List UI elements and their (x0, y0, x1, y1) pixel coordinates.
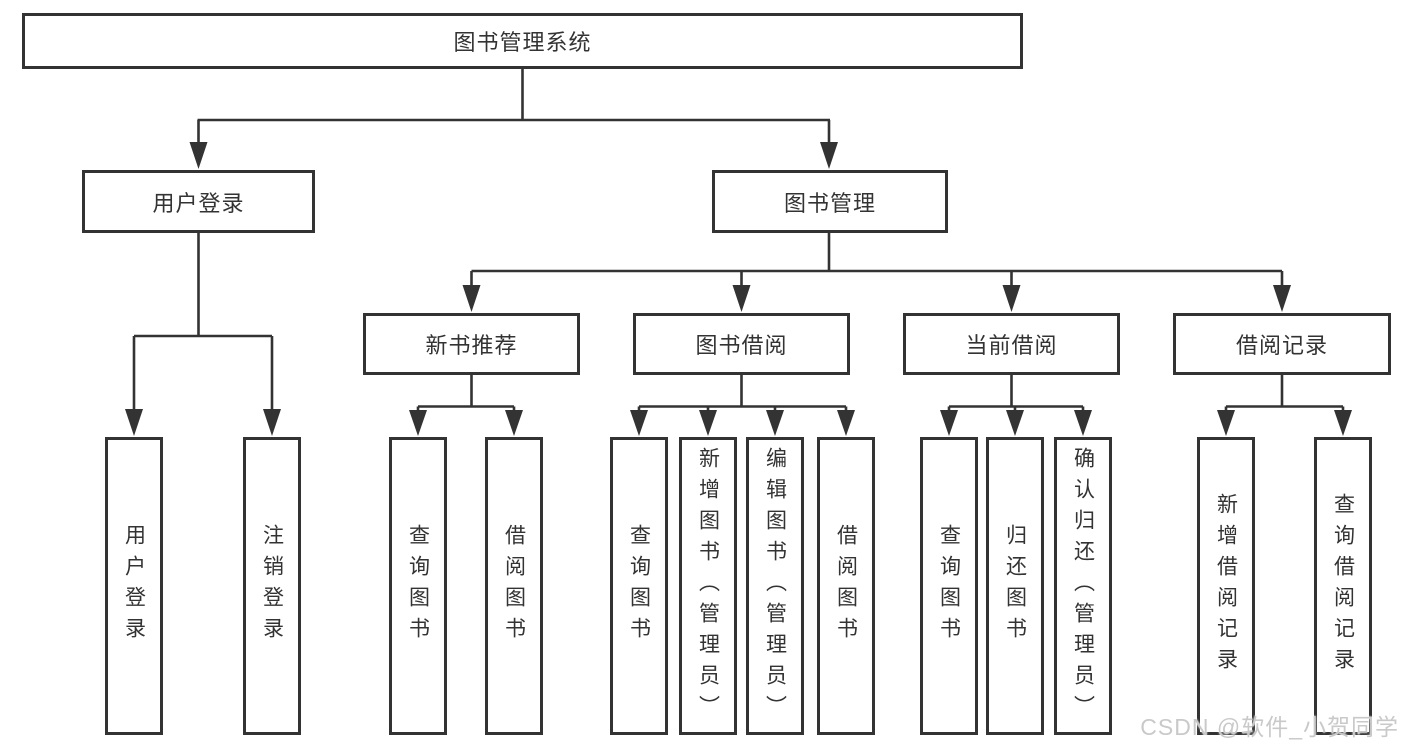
arrowhead (1074, 410, 1092, 436)
edge-userlogin-split (132, 233, 274, 410)
node-current-borrow-label: 当前借阅 (965, 333, 1058, 358)
leaf-query-borrow-record-label: 查询借阅记录 (1331, 493, 1355, 679)
node-user-login: 用户登录 (82, 170, 315, 233)
leaf-query-book-1: 查询图书 (389, 437, 447, 735)
leaf-add-book-admin-label: 新增图书（管理员） (696, 446, 720, 726)
leaf-query-borrow-record: 查询借阅记录 (1314, 437, 1372, 735)
edge-bookmgmt-split (470, 233, 1284, 286)
edge-newbook-split (416, 375, 516, 412)
leaf-borrow-book-2: 借阅图书 (817, 437, 875, 735)
node-borrow-record-label: 借阅记录 (1235, 333, 1328, 358)
watermark: CSDN @软件_小贺同学 (1140, 714, 1399, 740)
arrowhead (1217, 410, 1235, 436)
arrowhead (940, 410, 958, 436)
node-book-borrow-label: 图书借阅 (695, 333, 788, 358)
leaf-user-login-label: 用户登录 (122, 524, 146, 648)
node-book-management-label: 图书管理 (783, 190, 876, 216)
node-borrow-record: 借阅记录 (1173, 313, 1391, 375)
leaf-query-book-2-label: 查询图书 (627, 524, 651, 648)
leaf-borrow-book-2-label: 借阅图书 (834, 524, 858, 648)
arrowhead (462, 285, 481, 312)
leaf-logout-label: 注销登录 (260, 524, 284, 648)
node-root-label: 图书管理系统 (453, 30, 592, 55)
leaf-query-book-2: 查询图书 (610, 437, 668, 735)
arrowhead (837, 410, 855, 436)
leaf-query-book-3: 查询图书 (920, 437, 978, 735)
node-current-borrow: 当前借阅 (903, 313, 1120, 375)
node-root: 图书管理系统 (22, 13, 1023, 69)
leaf-borrow-book-1: 借阅图书 (485, 437, 543, 735)
arrowhead (189, 142, 208, 169)
arrowhead (263, 409, 281, 436)
leaf-borrow-book-1-label: 借阅图书 (502, 524, 526, 648)
node-new-book-recommend: 新书推荐 (363, 313, 580, 375)
node-book-management: 图书管理 (712, 170, 948, 233)
arrowhead (505, 410, 523, 436)
leaf-edit-book-admin-label: 编辑图书（管理员） (763, 446, 787, 726)
leaf-edit-book-admin: 编辑图书（管理员） (746, 437, 804, 735)
leaf-user-login: 用户登录 (105, 437, 163, 735)
arrowhead (1334, 410, 1352, 436)
leaf-return-book: 归还图书 (986, 437, 1044, 735)
leaf-query-book-3-label: 查询图书 (937, 524, 961, 648)
arrowhead (820, 142, 838, 169)
arrowhead (409, 410, 427, 436)
leaf-confirm-return-admin-label: 确认归还（管理员） (1071, 446, 1095, 726)
node-new-book-recommend-label: 新书推荐 (425, 333, 518, 358)
leaf-query-book-1-label: 查询图书 (406, 524, 430, 648)
arrowhead (1273, 285, 1291, 312)
edge-borrowrecord-split (1224, 375, 1345, 412)
node-user-login-label: 用户登录 (152, 190, 245, 216)
leaf-return-book-label: 归还图书 (1003, 524, 1027, 648)
arrowhead (766, 410, 784, 436)
edge-root-split (197, 68, 831, 143)
leaf-add-book-admin: 新增图书（管理员） (679, 437, 737, 735)
edge-bookborrow-split (637, 375, 848, 412)
arrowhead (1006, 410, 1024, 436)
arrowhead (630, 410, 648, 436)
leaf-add-borrow-record-label: 新增借阅记录 (1214, 493, 1238, 679)
arrowhead (699, 410, 717, 436)
arrowhead (1002, 285, 1021, 312)
node-book-borrow: 图书借阅 (633, 313, 850, 375)
arrowhead (125, 409, 143, 436)
leaf-add-borrow-record: 新增借阅记录 (1197, 437, 1255, 735)
arrowhead (732, 285, 751, 312)
leaf-logout: 注销登录 (243, 437, 301, 735)
edge-currentborrow-split (947, 375, 1085, 412)
leaf-confirm-return-admin: 确认归还（管理员） (1054, 437, 1112, 735)
